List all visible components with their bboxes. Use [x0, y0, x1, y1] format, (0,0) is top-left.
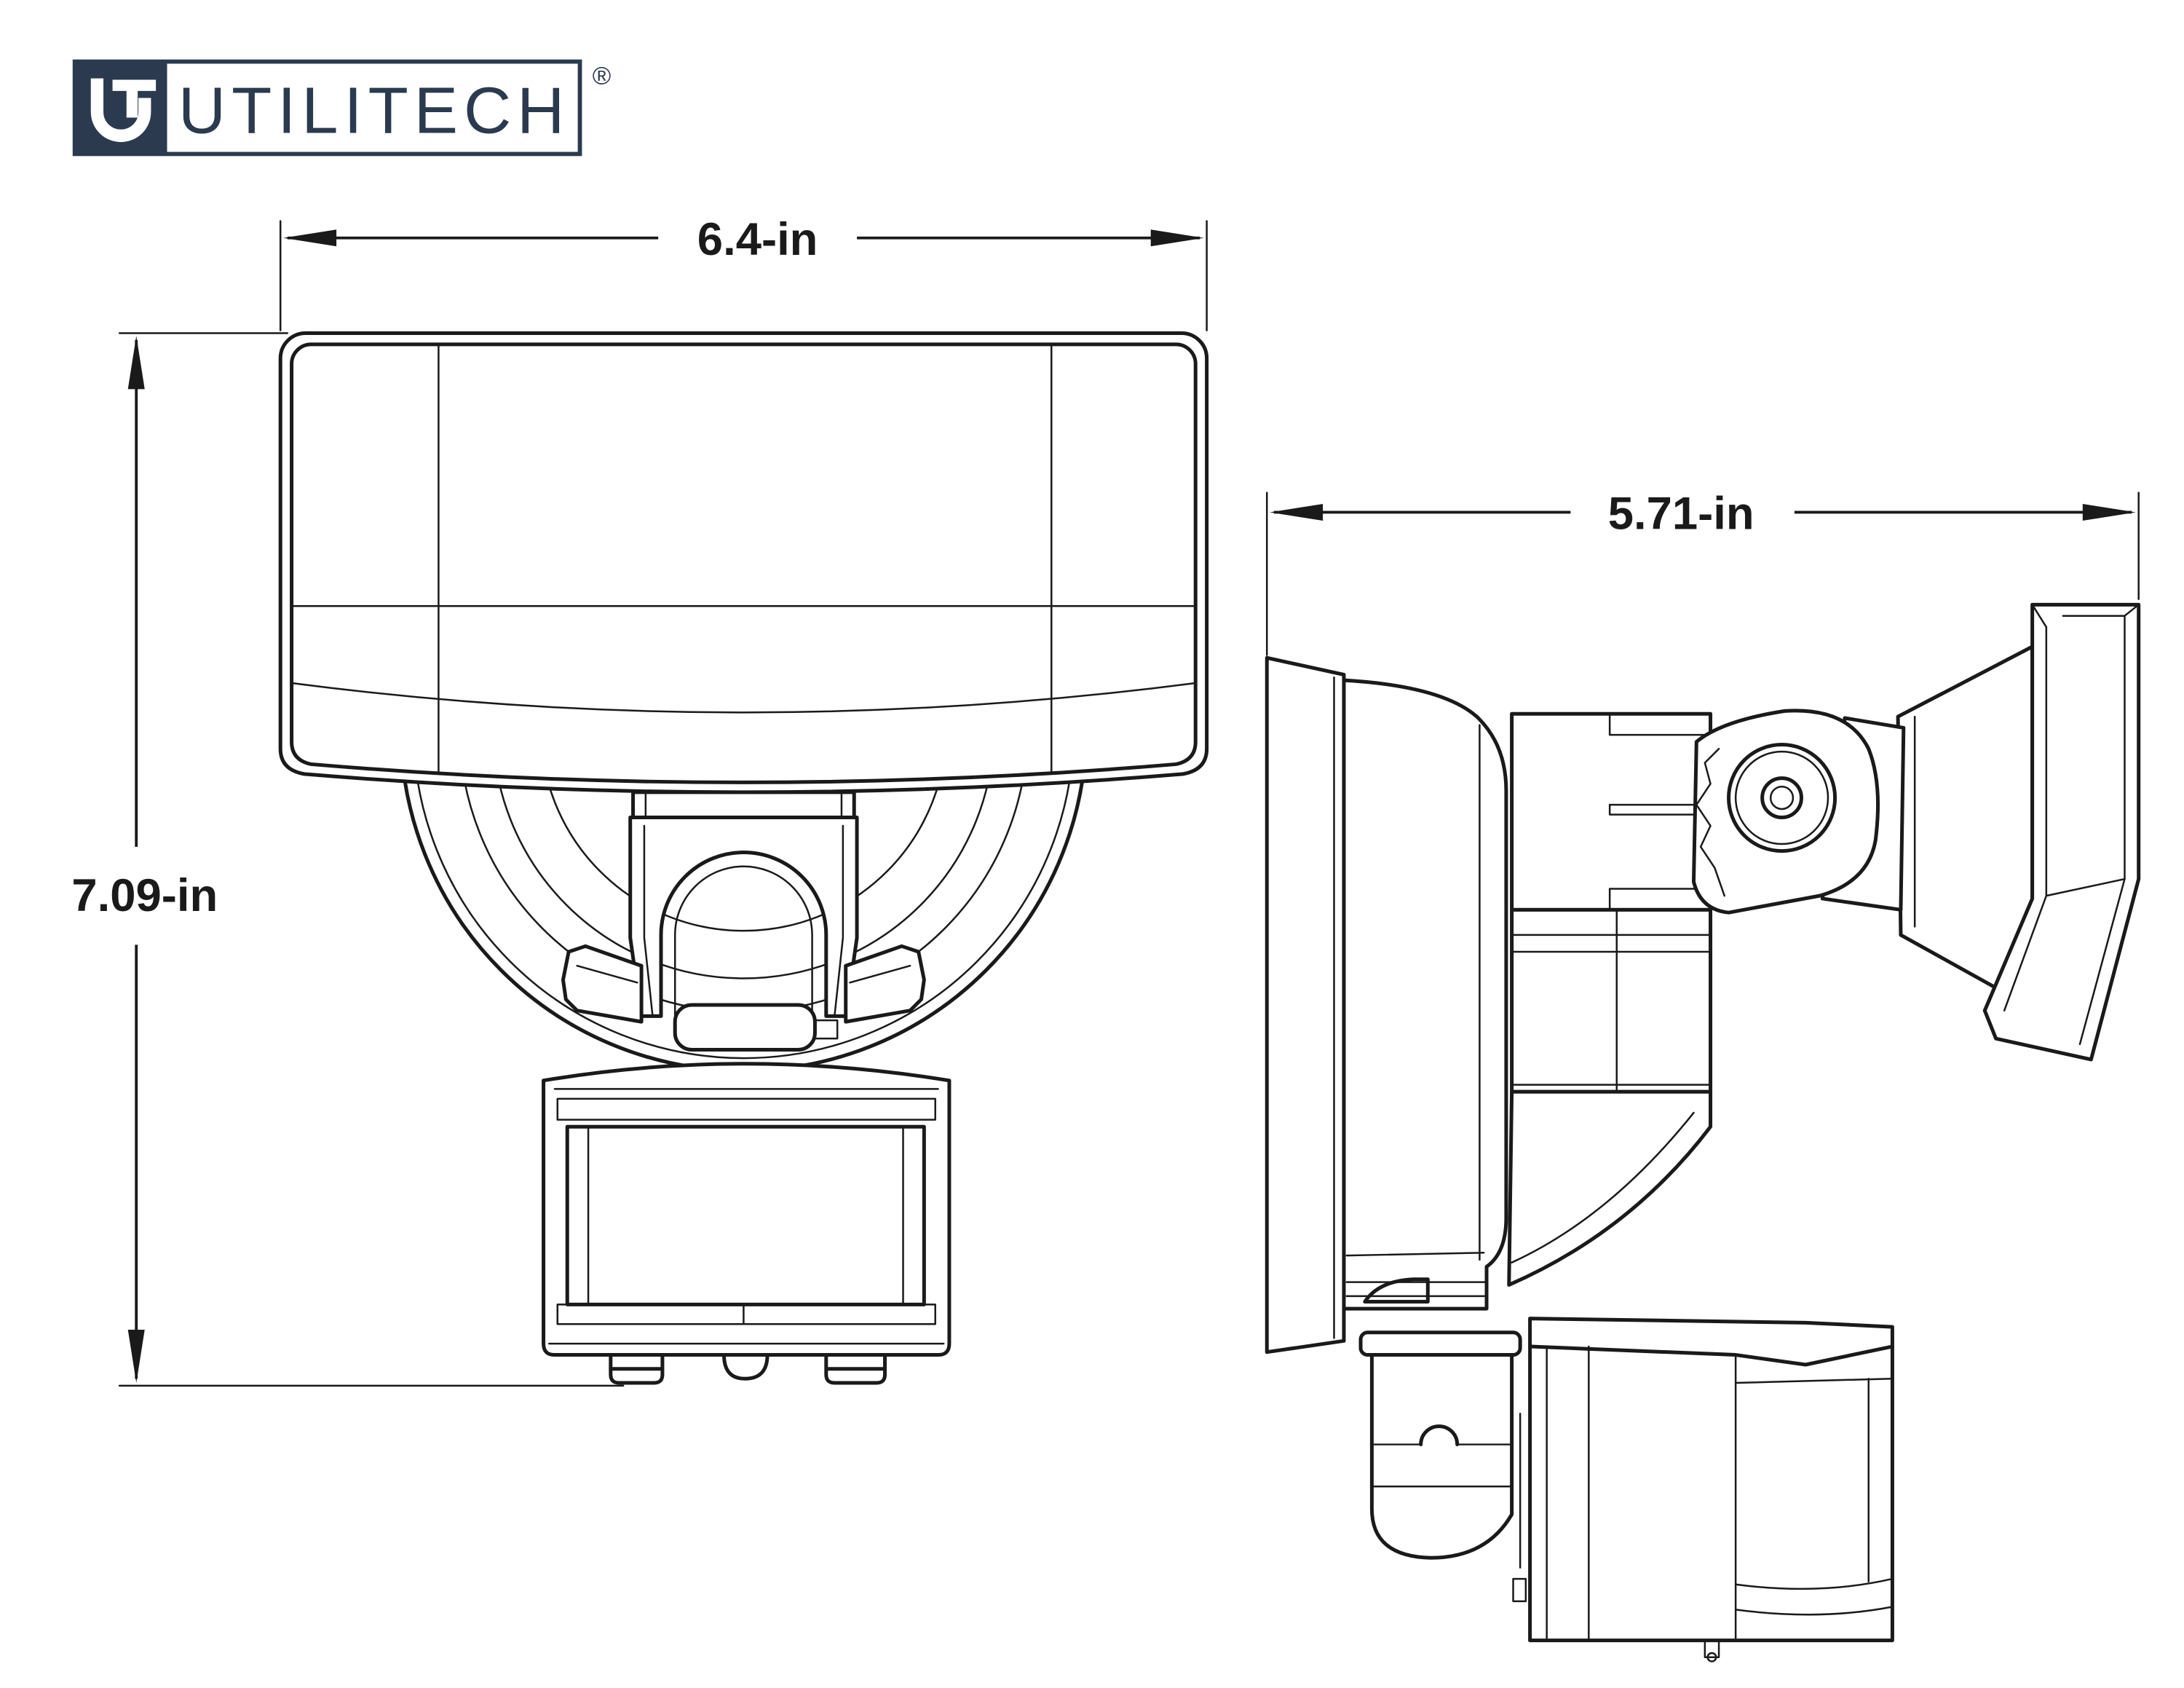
arrow-up-icon: [127, 336, 145, 390]
sensor-outline: [542, 1062, 951, 1357]
bracket-inner-arch: [673, 865, 813, 1017]
arrow-left-icon: [1270, 503, 1324, 521]
pivot-outer-ring: [1727, 743, 1837, 853]
arm-lower-block: [1510, 907, 1713, 1094]
front-view: [278, 331, 1209, 1385]
arm-lower-detail: [1511, 909, 1712, 1093]
ut-monogram-icon: [90, 78, 157, 143]
neck-pin: [814, 1019, 839, 1040]
sensor-top-band: [556, 1097, 936, 1121]
housing-outline: [278, 331, 1209, 794]
arm-upper-block: [1510, 711, 1713, 912]
sensor-side-body: [1528, 1344, 1894, 1643]
dome-body-side: [1342, 678, 1508, 1311]
neck-cylinder: [673, 1003, 817, 1052]
lamp-housing-front: [278, 331, 1209, 794]
sensor-side-screw: [1512, 1577, 1527, 1603]
pivot-bolt: [1760, 776, 1803, 819]
bezel-inner-line: [2003, 604, 2140, 1011]
lamp-head-side: [1896, 602, 2141, 1062]
bracket-right-flange: [844, 944, 926, 1024]
wall-plate: [1265, 655, 1346, 1354]
lens-edge-curve: [290, 682, 1197, 714]
dome-ring: [416, 781, 1071, 1060]
dome-profile: [1342, 678, 1508, 1311]
flange-detail-line: [849, 964, 911, 984]
sensor-bottom-pin-tip: [1706, 1652, 1717, 1663]
dome-profile-line: [1345, 724, 1488, 1298]
arrow-right-icon: [2082, 503, 2136, 521]
motion-sensor-front: [542, 1062, 951, 1385]
sensor-bottom-band: [556, 1304, 936, 1325]
lamp-head-bezel: [1982, 602, 2141, 1062]
sensor-side-line: [1734, 1377, 1894, 1616]
pivot-inner-ring: [1734, 750, 1829, 845]
bracket-band-tab: [644, 791, 843, 819]
sensor-stem: [1358, 1330, 1522, 1560]
stem-collar: [1358, 1330, 1522, 1357]
bracket-top-band: [631, 790, 856, 819]
bracket-leg-line: [643, 824, 844, 1017]
bracket-body: [628, 815, 859, 1018]
flange-detail-line: [576, 964, 638, 984]
sensor-window-frame: [587, 1126, 904, 1306]
registered-mark: ®: [593, 62, 611, 90]
knuckle-teeth: [1696, 748, 1726, 897]
sensor-band-divider: [547, 1304, 945, 1345]
depth-extension-lines: [1266, 492, 2140, 656]
sensor-right-foot: [824, 1353, 887, 1385]
lamp-head-back: [1896, 644, 2035, 993]
dome-latch: [1363, 1277, 1430, 1304]
brand-name: UTILITECH: [178, 74, 564, 148]
dome-ring: [497, 781, 989, 979]
housing-inner-outline: [290, 342, 1198, 784]
sensor-center-bump: [722, 1353, 769, 1381]
height-label: 7.09-in: [71, 870, 218, 921]
pivot-bolt-center: [1769, 785, 1795, 811]
sensor-left-foot: [609, 1353, 665, 1385]
dimension-depth: 5.71-in: [1266, 489, 2140, 656]
bezel-inner-line: [2062, 615, 2126, 1046]
wall-plate-outline: [1265, 655, 1346, 1354]
stem-keyhole: [1419, 1424, 1460, 1447]
sensor-side-cap: [1528, 1317, 1894, 1367]
stem-detail-line: [1371, 1443, 1513, 1488]
housing-panel-line: [438, 343, 1053, 776]
stem-body: [1369, 1353, 1514, 1560]
swivel-arm: [1507, 709, 1906, 1287]
arm-curve-line: [1511, 1111, 1695, 1263]
brand-logo: UTILITECH ®: [72, 59, 611, 157]
width-label: 6.4-in: [697, 214, 818, 265]
side-view: [1265, 602, 2141, 1663]
height-extension-lines: [118, 332, 625, 1387]
depth-label: 5.71-in: [1608, 489, 1754, 540]
arrow-left-icon: [283, 229, 337, 247]
arm-curved-base: [1507, 1089, 1713, 1287]
arrow-down-icon: [127, 1329, 145, 1383]
arm-upper-detail: [1608, 712, 1712, 911]
sensor-side-line: [1546, 1345, 1870, 1641]
motion-sensor-side: [1512, 1317, 1894, 1663]
dimension-height: 7.09-in: [71, 332, 625, 1387]
knuckle-housing: [1691, 709, 1880, 915]
bracket-left-flange: [561, 944, 644, 1024]
dimension-width: 6.4-in: [279, 214, 1208, 331]
sensor-neck: [673, 1003, 839, 1052]
dome-ring: [547, 781, 941, 932]
width-extension-lines: [279, 220, 1208, 331]
arrow-right-icon: [1150, 229, 1204, 247]
sensor-bottom-pin: [1704, 1639, 1720, 1658]
